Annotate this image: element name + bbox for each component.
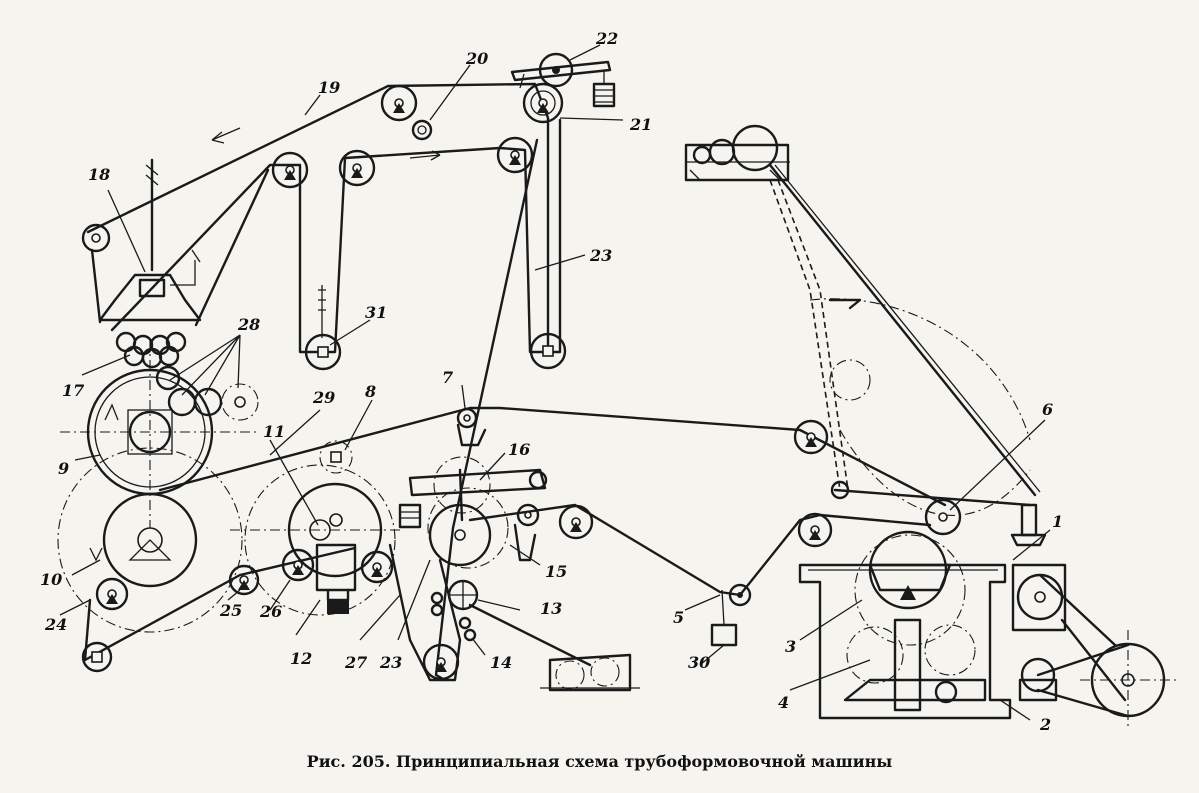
label-28: 28 — [237, 315, 260, 334]
label-30: 30 — [688, 653, 710, 672]
label-5: 5 — [673, 608, 684, 627]
roller — [496, 136, 534, 174]
label-12: 12 — [290, 649, 312, 668]
label-17: 17 — [62, 381, 84, 400]
weight-30 — [710, 583, 752, 647]
leader-lines — [59, 44, 1051, 721]
roller — [522, 82, 564, 124]
forming-drum-9 — [60, 340, 260, 530]
label-29: 29 — [312, 388, 335, 407]
label-25: 25 — [219, 601, 242, 620]
roller — [271, 151, 309, 189]
guide-roller — [411, 119, 433, 141]
label-20: 20 — [465, 49, 488, 68]
label-19: 19 — [318, 78, 340, 97]
label-3: 3 — [785, 637, 796, 656]
label-15: 15 — [545, 562, 567, 581]
label-9: 9 — [58, 459, 69, 478]
label-27: 27 — [344, 653, 367, 672]
figure-caption: Рис. 205. Принципиальная схема трубоформ… — [306, 752, 893, 771]
label-8: 8 — [364, 382, 376, 401]
label-4: 4 — [778, 693, 789, 712]
label-31: 31 — [365, 303, 387, 322]
label-7: 7 — [442, 368, 453, 387]
label-14: 14 — [490, 653, 512, 672]
callout-labels: 1 2 3 4 5 6 7 8 9 10 11 12 13 14 15 16 1… — [40, 29, 1063, 734]
bottom-frame — [798, 530, 1180, 730]
roller — [380, 84, 418, 122]
tension-roller — [529, 332, 567, 370]
label-22: 22 — [595, 29, 618, 48]
label-16: 16 — [508, 440, 530, 459]
upper-rollers — [81, 82, 567, 371]
hoist-assembly-6 — [684, 124, 1047, 548]
label-18: 18 — [88, 165, 110, 184]
tension-roller — [304, 333, 342, 371]
press-rolls — [115, 331, 187, 369]
label-6: 6 — [1042, 400, 1053, 419]
label-24: 24 — [44, 615, 67, 634]
label-26: 26 — [259, 602, 282, 621]
drum-10 — [57, 447, 243, 633]
label-10: 10 — [40, 570, 62, 589]
roller — [81, 223, 111, 253]
label-13: 13 — [540, 599, 562, 618]
label-21: 21 — [629, 115, 652, 134]
label-1: 1 — [1052, 512, 1063, 531]
lower-rollers — [81, 440, 460, 681]
label-11: 11 — [263, 422, 285, 441]
roller — [338, 149, 376, 187]
vat-26 — [230, 464, 400, 616]
press-rolls-28 — [155, 365, 259, 421]
label-23a: 23 — [589, 246, 612, 265]
label-23b: 23 — [379, 653, 402, 672]
upper-felt-loop — [86, 82, 562, 354]
mid-assembly — [398, 407, 640, 692]
tension-lever-22 — [510, 52, 616, 108]
label-2: 2 — [1039, 715, 1051, 734]
felt-guide-18 — [98, 158, 202, 369]
